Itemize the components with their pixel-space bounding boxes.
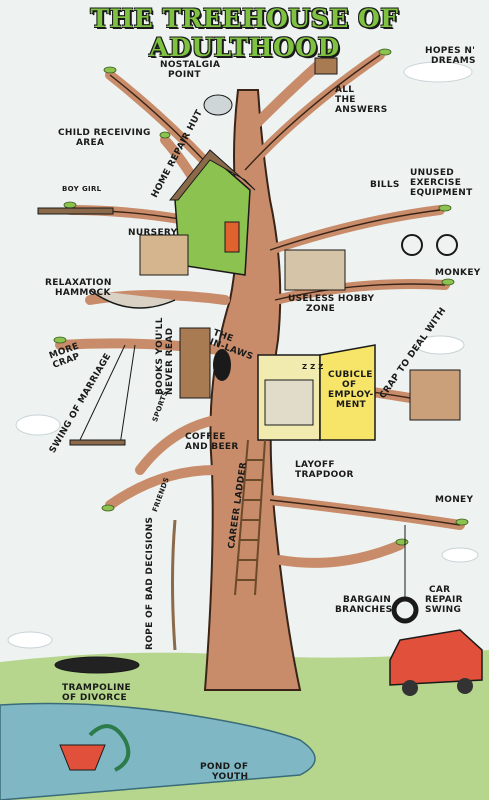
tire-swing — [391, 596, 419, 624]
label-line: DREAMS — [431, 56, 476, 66]
label-line: EQUIPMENT — [410, 188, 473, 198]
label-line: BOOKS YOU'LL — [155, 317, 165, 395]
octopus-tentacle — [88, 724, 131, 772]
label-monkey: MONKEY — [435, 268, 481, 278]
label-nostalgia-point: NOSTALGIA POINT — [160, 60, 220, 80]
label-zzz: Z Z Z — [302, 363, 324, 371]
label-line: CAR — [429, 585, 451, 595]
label-line: UNUSED — [410, 168, 455, 178]
label-bargain-branches: BARGAIN BRANCHES — [335, 595, 392, 615]
label-line: POINT — [168, 70, 201, 80]
label-line: POND OF — [200, 762, 249, 772]
label-line: OF — [342, 380, 357, 390]
label-line: AND BEER — [185, 442, 239, 452]
label-line: ZONE — [306, 304, 336, 314]
label-child-receiving-area: CHILD RECEIVING AREA — [58, 128, 151, 148]
label-girl: GIRL — [82, 185, 102, 193]
label-line: MENT — [336, 400, 366, 410]
cubicle-of-employment — [257, 344, 376, 441]
label-line: OF DIVORCE — [62, 693, 127, 703]
label-relaxation-hammock: RELAXATION HAMMOCK — [45, 278, 112, 298]
page-title: THE TREEHOUSE OF ADULTHOOD — [90, 4, 399, 62]
label-line: AREA — [76, 138, 105, 148]
label-line: TRAMPOLINE — [62, 683, 132, 693]
label-line: REPAIR — [425, 595, 463, 605]
in-laws-hole — [213, 349, 231, 381]
label-useless-hobby-zone: USELESS HOBBY ZONE — [288, 294, 374, 314]
clouds — [7, 61, 479, 649]
pond-of-youth — [0, 702, 316, 800]
label-layoff-trapdoor: LAYOFF TRAPDOOR — [295, 460, 354, 480]
label-trampoline-of-divorce: TRAMPOLINE OF DIVORCE — [62, 683, 131, 703]
label-all-the-answers: ALL THE ANSWERS — [335, 85, 388, 115]
label-line: USELESS HOBBY — [288, 294, 375, 304]
swing-of-marriage — [69, 344, 136, 446]
label-line: HOPES N' — [425, 46, 476, 56]
label-line: COFFEE — [185, 432, 226, 442]
sinking-boat — [59, 744, 106, 771]
useless-hobby-zone — [284, 249, 346, 291]
label-books-never-read: BOOKS YOU'LL NEVER READ — [155, 317, 175, 395]
label-unused-exercise-equipment: UNUSED EXERCISE EQUIPMENT — [410, 168, 473, 198]
label-line: BRANCHES — [335, 605, 393, 615]
label-line: ANSWERS — [335, 105, 388, 115]
tree-trunk — [203, 89, 302, 691]
exercise-bike-wheel — [436, 234, 458, 256]
label-coffee-beer: COFFEE AND BEER — [185, 432, 239, 452]
satellite-dish — [203, 94, 233, 116]
label-line: NEVER READ — [165, 327, 175, 395]
answers-box — [314, 57, 338, 75]
label-line: HAMMOCK — [55, 288, 111, 298]
car — [389, 629, 483, 696]
relaxation-hammock — [89, 289, 176, 309]
label-line: ALL — [335, 85, 355, 95]
label-line: EXERCISE — [410, 178, 462, 188]
label-line: EMPLOY- — [328, 390, 374, 400]
label-line: YOUTH — [212, 772, 249, 782]
label-car-repair-swing: CAR REPAIR SWING — [425, 585, 463, 615]
label-line: CHILD RECEIVING — [58, 128, 151, 138]
label-pond-of-youth: POND OF YOUTH — [200, 762, 248, 782]
leaves — [53, 48, 469, 546]
child-receiving-platform — [37, 207, 114, 215]
label-cubicle: CUBICLE OF EMPLOY- MENT — [328, 370, 373, 410]
label-money: MONEY — [435, 495, 474, 505]
crap-pile — [409, 369, 461, 421]
career-ladder — [234, 439, 266, 596]
label-line: BARGAIN — [343, 595, 392, 605]
rope-of-bad-decisions — [171, 519, 177, 651]
books-shelf — [179, 327, 211, 399]
label-line: THE — [335, 95, 356, 105]
label-nursery: NURSERY — [128, 228, 178, 238]
label-rope-of-bad-decisions: ROPE OF BAD DECISIONS — [145, 516, 155, 650]
label-line: TRAPDOOR — [295, 470, 354, 480]
exercise-bike — [401, 234, 423, 256]
label-line: NOSTALGIA — [160, 60, 221, 70]
nursery — [139, 234, 189, 276]
label-line: SWING — [425, 605, 462, 615]
label-line: LAYOFF — [295, 460, 335, 470]
label-line: CUBICLE — [328, 370, 373, 380]
label-bills: BILLS — [370, 180, 400, 190]
trampoline-of-divorce — [54, 656, 140, 674]
label-line: RELAXATION — [45, 278, 112, 288]
label-boy: BOY — [62, 185, 80, 193]
label-hopes-dreams: HOPES N' DREAMS — [425, 46, 476, 66]
